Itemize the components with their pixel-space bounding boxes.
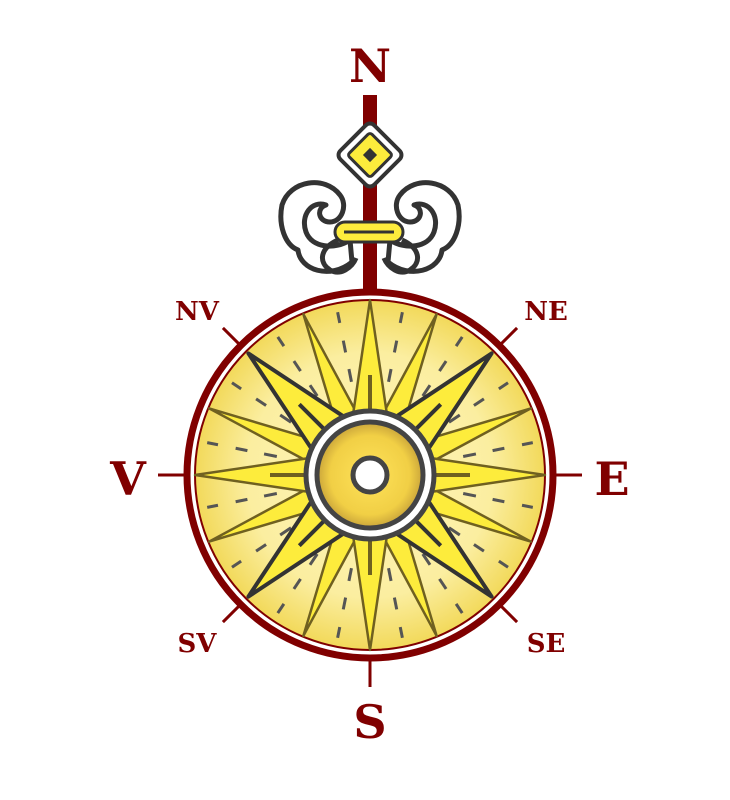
degree-dash bbox=[308, 384, 319, 397]
label-southwest: SV bbox=[178, 629, 218, 659]
degree-dash bbox=[438, 578, 448, 590]
degree-dash bbox=[308, 553, 319, 566]
degree-dash bbox=[255, 543, 267, 553]
degree-dash bbox=[235, 446, 248, 453]
degree-dash bbox=[473, 397, 485, 407]
degree-dash bbox=[398, 311, 404, 324]
degree-dash bbox=[421, 553, 432, 566]
degree-dash bbox=[498, 559, 509, 569]
degree-dash bbox=[235, 497, 248, 504]
degree-dash bbox=[421, 384, 432, 397]
direction-tick bbox=[221, 603, 242, 624]
hub-center-hole bbox=[350, 455, 390, 495]
degree-dash bbox=[292, 578, 302, 590]
label-east: E bbox=[594, 452, 629, 506]
degree-dash bbox=[231, 559, 242, 569]
degree-dash bbox=[347, 368, 353, 383]
left-lower-scroll bbox=[320, 237, 359, 275]
degree-dash bbox=[276, 336, 286, 347]
degree-dash bbox=[498, 381, 509, 391]
point-center-line bbox=[414, 402, 443, 431]
degree-dash bbox=[206, 441, 219, 447]
degree-dash bbox=[462, 492, 477, 498]
degree-dash bbox=[462, 452, 477, 458]
degree-dash bbox=[206, 503, 219, 509]
degree-dash bbox=[392, 597, 399, 610]
left-scroll bbox=[278, 180, 355, 274]
degree-dash bbox=[492, 497, 505, 504]
point-center-line bbox=[297, 519, 326, 548]
label-southeast: SE bbox=[527, 629, 566, 659]
degree-dash bbox=[448, 526, 461, 537]
degree-dash bbox=[454, 336, 464, 347]
degree-dash bbox=[279, 526, 292, 537]
right-lower-scroll bbox=[381, 237, 420, 275]
degree-dash bbox=[492, 446, 505, 453]
label-northwest: NV bbox=[175, 297, 220, 327]
degree-dash bbox=[263, 492, 278, 498]
label-west: V bbox=[109, 452, 147, 506]
degree-dash bbox=[255, 397, 267, 407]
degree-dash bbox=[438, 360, 448, 372]
right-scroll bbox=[385, 180, 462, 274]
degree-dash bbox=[473, 543, 485, 553]
label-north: N bbox=[349, 39, 391, 93]
label-northeast: NE bbox=[524, 297, 568, 327]
degree-dash bbox=[336, 626, 342, 639]
degree-dash bbox=[231, 381, 242, 391]
degree-dash bbox=[341, 597, 348, 610]
degree-dash bbox=[341, 340, 348, 353]
point-center-line bbox=[297, 402, 326, 431]
degree-dash bbox=[292, 360, 302, 372]
degree-dash bbox=[392, 340, 399, 353]
label-south: S bbox=[353, 695, 386, 749]
direction-tick bbox=[498, 603, 519, 624]
degree-dash bbox=[454, 603, 464, 614]
degree-dash bbox=[448, 413, 461, 424]
degree-dash bbox=[347, 567, 353, 582]
direction-tick bbox=[498, 326, 519, 347]
degree-dash bbox=[521, 441, 534, 447]
degree-dash bbox=[279, 413, 292, 424]
point-center-line bbox=[414, 519, 443, 548]
degree-dash bbox=[263, 452, 278, 458]
direction-tick bbox=[221, 326, 242, 347]
degree-dash bbox=[276, 603, 286, 614]
fleur-de-lis-icon bbox=[278, 180, 462, 275]
degree-dash bbox=[387, 368, 393, 383]
degree-dash bbox=[398, 626, 404, 639]
diamond-center-icon bbox=[362, 147, 378, 163]
degree-dash bbox=[521, 503, 534, 509]
degree-dash bbox=[336, 311, 342, 324]
degree-dash bbox=[387, 567, 393, 582]
